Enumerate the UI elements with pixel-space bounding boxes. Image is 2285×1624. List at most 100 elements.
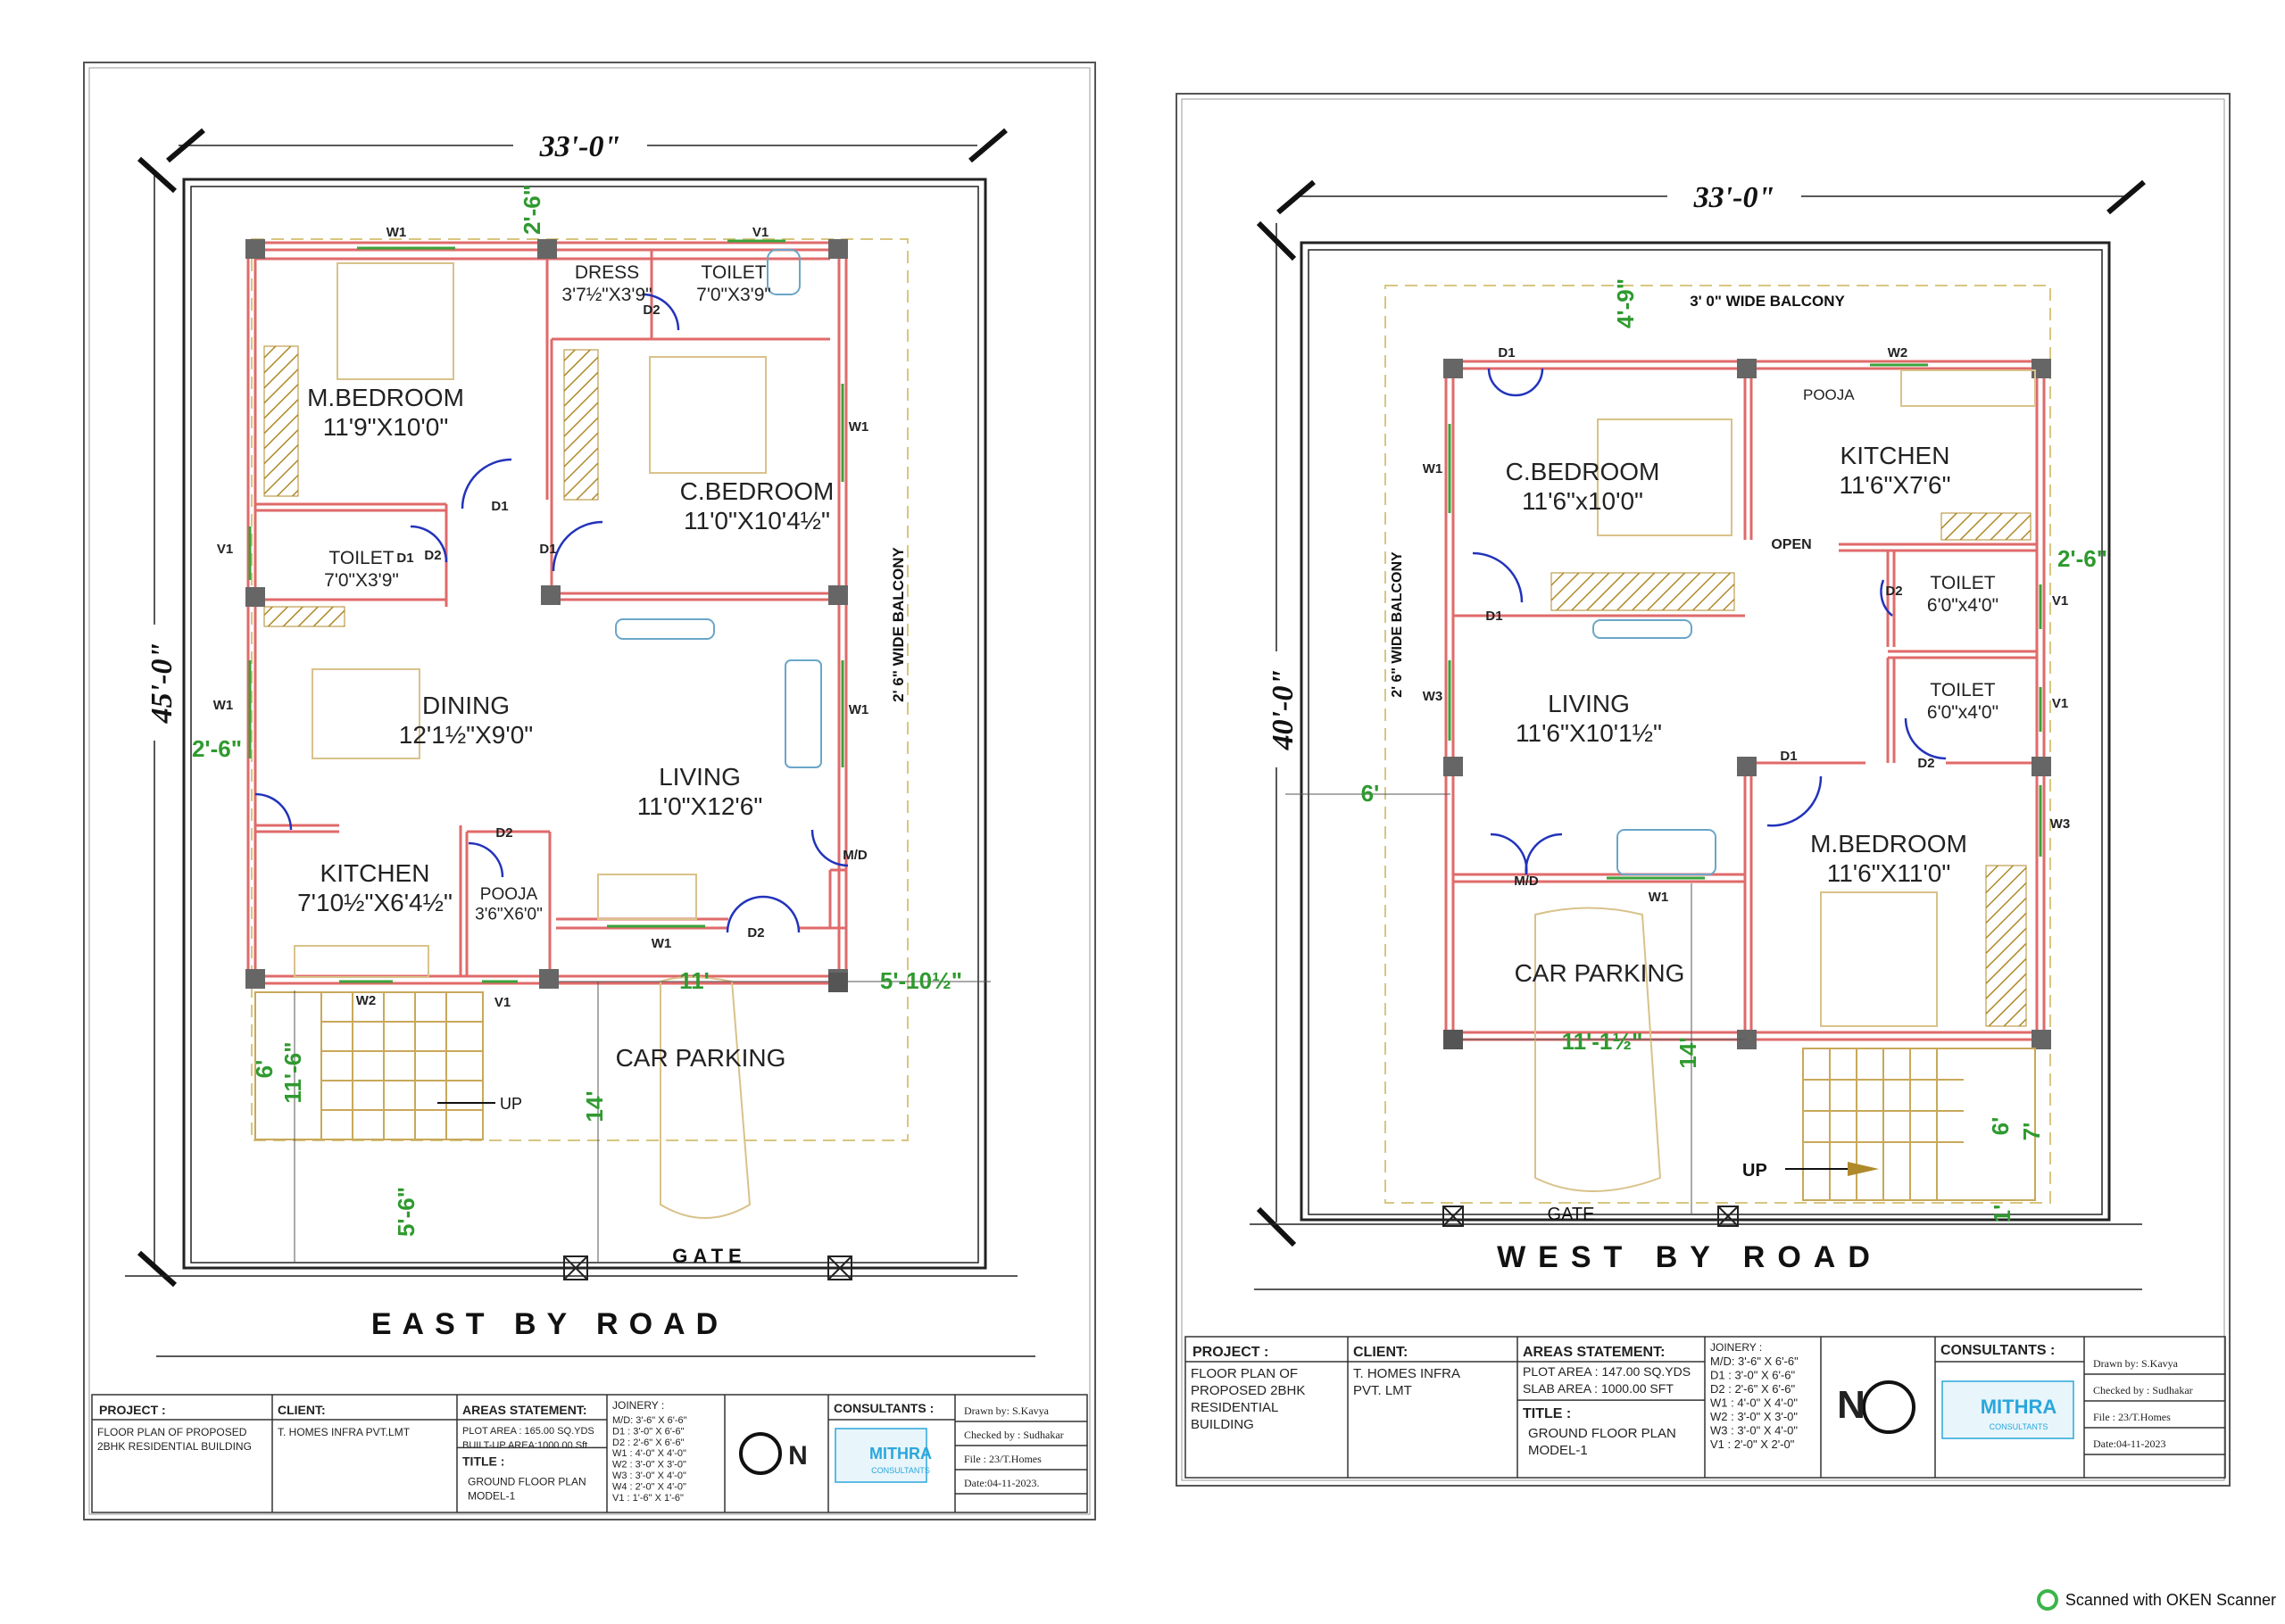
west-gate-label: GATE bbox=[1548, 1205, 1595, 1224]
east-column bbox=[828, 973, 848, 992]
door-label: D2 bbox=[424, 548, 441, 563]
room-name: TOILET bbox=[1930, 680, 1995, 700]
west-dim-tick bbox=[1256, 220, 1297, 261]
door-label: D2 bbox=[495, 825, 512, 841]
window-label: W1 bbox=[849, 419, 869, 435]
west-wardrobe bbox=[1985, 865, 2027, 1027]
room-name: M.BEDROOM bbox=[1810, 830, 1967, 858]
title-heading: TITLE : bbox=[462, 1454, 504, 1468]
east-fixtures bbox=[615, 249, 822, 768]
east-windows bbox=[248, 239, 844, 983]
title-line: MODEL-1 bbox=[1528, 1443, 1588, 1458]
dimension-label: 5'-6" bbox=[393, 1187, 420, 1237]
window-label: W3 bbox=[1423, 689, 1443, 704]
room-size: 11'0"X10'4½" bbox=[684, 507, 830, 534]
joinery-line: V1 : 1'-6" X 1'-6" bbox=[612, 1493, 684, 1504]
joinery-line: D1 : 3'-0" X 6'-6" bbox=[612, 1426, 685, 1437]
west-left-dim: 40'-0" bbox=[1267, 669, 1300, 751]
dimension-label: 14' bbox=[581, 1090, 608, 1122]
room-labels: M.BEDROOM11'9"X10'0"DRESS3'7½"X3'9"TOILE… bbox=[192, 185, 2107, 1237]
west-sheet-border-inner bbox=[1181, 98, 2225, 1481]
dimension-label: 6' bbox=[251, 1060, 278, 1079]
joinery-heading: JOINERY : bbox=[612, 1399, 664, 1412]
scanner-watermark: Scanned with OKEN Scanner bbox=[2036, 1589, 2276, 1611]
west-balcony-side-label: 2' 6" WIDE BALCONY bbox=[1390, 551, 1405, 698]
room-name: TOILET bbox=[328, 548, 394, 568]
window-label: W3 bbox=[2050, 816, 2071, 832]
west-balcony-outline bbox=[1384, 285, 2051, 1204]
east-dim-tick bbox=[968, 128, 1008, 163]
window-label: V1 bbox=[217, 542, 233, 557]
title-heading: TITLE : bbox=[1523, 1406, 1571, 1421]
east-sheet-border bbox=[83, 62, 1096, 1520]
room-size: 7'0"X3'9" bbox=[696, 285, 771, 305]
client-heading: CLIENT: bbox=[1353, 1345, 1408, 1360]
project-text: PROPOSED 2BHK bbox=[1191, 1383, 1305, 1398]
room-name: M.BEDROOM bbox=[307, 384, 464, 411]
consultant-logo: MITHRA bbox=[1981, 1396, 2057, 1418]
dimension-label: 6' bbox=[1361, 780, 1380, 807]
door-label: D2 bbox=[643, 302, 660, 318]
west-windows bbox=[1448, 363, 2042, 880]
west-gate-posts bbox=[1442, 1206, 1739, 1227]
east-gate-label: GATE bbox=[672, 1245, 746, 1267]
east-balcony-label: 2' 6" WIDE BALCONY bbox=[890, 547, 907, 702]
room-name: LIVING bbox=[659, 763, 741, 791]
window-label: W2 bbox=[1888, 345, 1908, 360]
consultant-logo: MITHRA bbox=[869, 1445, 932, 1462]
east-left-dim: 45'-0" bbox=[145, 642, 179, 725]
area-line: PLOT AREA : 165.00 SQ.YDS bbox=[462, 1426, 594, 1437]
east-doors bbox=[254, 293, 849, 933]
west-kitchen-shelf bbox=[1940, 512, 2032, 541]
west-top-dim-bg bbox=[1667, 175, 1801, 216]
east-top-dim-bg bbox=[513, 125, 647, 166]
joinery-line: M/D: 3'-6" X 6'-6" bbox=[1710, 1355, 1799, 1368]
scanner-text: Scanned with OKEN Scanner bbox=[2065, 1590, 2276, 1609]
door-label: D2 bbox=[1917, 756, 1934, 771]
window-label: W1 bbox=[386, 225, 407, 240]
west-dim-tick bbox=[1276, 179, 1316, 215]
client-heading: CLIENT: bbox=[278, 1403, 326, 1417]
areas-heading: AREAS STATEMENT: bbox=[462, 1403, 586, 1417]
window-label: W1 bbox=[213, 698, 234, 713]
room-size: 6'0"x4'0" bbox=[1927, 702, 1998, 723]
joinery-line: W4 : 2'-0" X 4'-0" bbox=[612, 1481, 686, 1492]
room-size: 11'6"X10'1½" bbox=[1516, 719, 1662, 747]
west-furniture bbox=[1534, 369, 2036, 1192]
area-line: BUILT-UP AREA:1000.00 Sft bbox=[462, 1440, 587, 1451]
room-size: 7'10½"X6'4½" bbox=[297, 889, 453, 916]
room-name: CAR PARKING bbox=[1515, 959, 1685, 987]
room-size: 11'6"x10'0" bbox=[1522, 487, 1643, 515]
title-line: GROUND FLOOR PLAN bbox=[468, 1475, 586, 1487]
north-label: N bbox=[1837, 1383, 1865, 1427]
joinery-line: V1 : 2'-0" X 2'-0" bbox=[1710, 1438, 1795, 1451]
door-label: D1 bbox=[1498, 345, 1515, 360]
west-site-boundary-inner bbox=[1308, 249, 2103, 1215]
door-label: M/D bbox=[1514, 874, 1539, 889]
joinery-line: W3 : 3'-0" X 4'-0" bbox=[612, 1471, 686, 1481]
drawing-info: File : 23/T.Homes bbox=[964, 1453, 1042, 1465]
west-dim-tick bbox=[1256, 1206, 1297, 1247]
east-up-label: UP bbox=[500, 1095, 522, 1113]
west-column bbox=[1443, 1030, 1463, 1049]
project-text: FLOOR PLAN OF bbox=[1191, 1366, 1298, 1381]
west-up-label: UP bbox=[1742, 1161, 1767, 1181]
dimension-label: 11'-6" bbox=[279, 1041, 306, 1103]
dimension-label: 5'-10½" bbox=[880, 967, 962, 994]
door-label: D1 bbox=[539, 542, 556, 557]
room-name: POOJA bbox=[480, 885, 538, 904]
room-size: 11'9"X10'0" bbox=[323, 413, 449, 441]
dimension-label: 1' bbox=[1989, 1205, 2015, 1223]
room-name: TOILET bbox=[1930, 573, 1995, 593]
east-sheet-border-inner bbox=[88, 67, 1091, 1515]
project-text: 2BHK RESIDENTIAL BUILDING bbox=[97, 1440, 252, 1453]
project-heading: PROJECT : bbox=[99, 1403, 166, 1417]
room-name: CAR PARKING bbox=[616, 1044, 786, 1072]
title-line: MODEL-1 bbox=[468, 1489, 516, 1502]
window-label: W2 bbox=[356, 993, 377, 1008]
client-text: PVT. LMT bbox=[1353, 1383, 1412, 1398]
